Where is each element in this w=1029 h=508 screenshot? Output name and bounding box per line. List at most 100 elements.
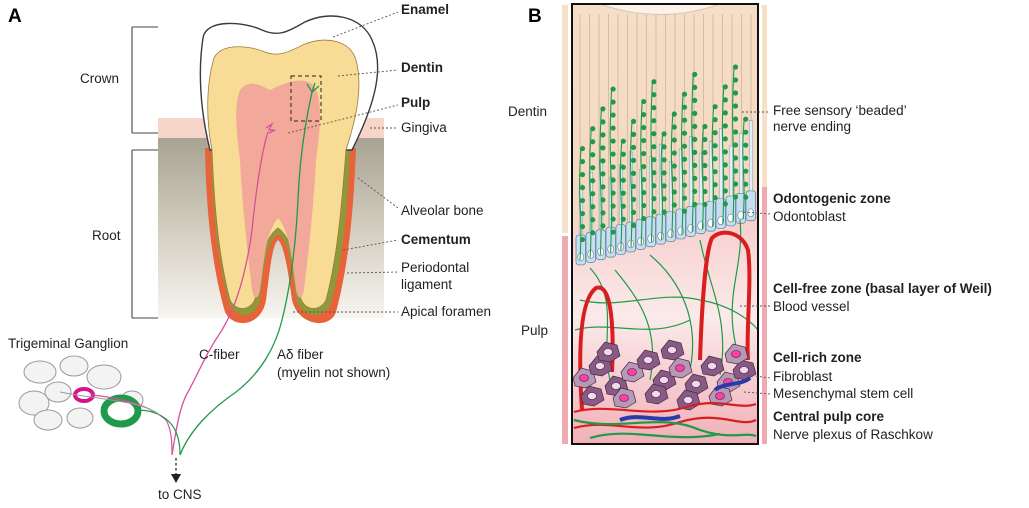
pdl-label-line1: Periodontal: [401, 260, 469, 275]
odontoblast-nucleus: [657, 231, 665, 241]
cell-nucleus: [707, 362, 717, 370]
nerve-bead: [620, 151, 626, 157]
nerve-bead: [722, 175, 728, 181]
c-fiber-central: [91, 394, 173, 456]
nerve-bead: [681, 117, 688, 123]
nerve-bead: [722, 136, 728, 142]
nerve-bead: [620, 190, 626, 196]
nerve-bead: [671, 202, 677, 208]
nerve-bead: [661, 196, 667, 202]
nerve-bead: [579, 171, 586, 178]
panel-b: B: [508, 3, 992, 445]
nerve-bead: [610, 190, 616, 196]
cell-free-zone-label: Cell-free zone (basal layer of Weil): [773, 281, 992, 296]
nerve-bead: [692, 97, 698, 103]
nerve-fiber: [574, 319, 691, 331]
nerve-bead: [732, 129, 739, 135]
fibroblast-label: Fibroblast: [773, 369, 833, 384]
dentin-label: Dentin: [401, 60, 443, 75]
nerve-bead: [600, 106, 606, 112]
nerve-bead: [610, 177, 616, 183]
nerve-bead: [661, 157, 667, 163]
plexus-label: Nerve plexus of Raschkow: [773, 427, 933, 442]
odontogenic-zone-label: Odontogenic zone: [773, 191, 891, 206]
nerve-bead: [692, 84, 698, 90]
nerve-bead: [712, 156, 718, 162]
c-fiber-line: [171, 131, 269, 456]
odontoblast-nucleus: [647, 234, 655, 244]
to-cns-label: to CNS: [158, 487, 202, 502]
nerve-bead: [692, 136, 698, 142]
nerve-bead: [661, 183, 667, 189]
nerve-bead: [732, 77, 739, 83]
nerve-bead: [610, 229, 616, 235]
nerve-bead: [590, 204, 596, 210]
nerve-bead: [579, 223, 586, 230]
pdl-leader: [346, 271, 399, 274]
nerve-bead: [651, 92, 657, 98]
nerve-bead: [641, 98, 647, 105]
nerve-bead: [681, 130, 688, 136]
cell-nucleus: [603, 348, 613, 356]
c-fiber-label: C-fiber: [199, 347, 240, 362]
nerve-bead: [600, 158, 606, 164]
nerve-bead: [630, 222, 637, 228]
cell-nucleus: [667, 346, 677, 354]
nerve-bead: [702, 123, 708, 130]
beaded-nerve-fiber: [640, 101, 643, 245]
alveolar-bone-leader: [357, 177, 399, 209]
nerve-bead: [620, 177, 626, 183]
nerve-bead: [620, 203, 626, 209]
odontoblast-label: Odontoblast: [773, 209, 846, 224]
cementum-leader: [342, 239, 399, 251]
nerve-bead: [732, 116, 739, 122]
beaded-nerve-fiber: [670, 114, 674, 238]
nerve-bead: [702, 136, 708, 143]
enamel-edge: [599, 3, 721, 15]
nerve-bead: [651, 144, 657, 150]
nerve-bead: [671, 137, 677, 143]
nerve-bead: [630, 157, 637, 163]
panel-a: A Crown Root: [8, 2, 491, 502]
nerve-bead: [610, 99, 616, 105]
panel-a-letter: A: [8, 6, 22, 27]
nerve-bead: [722, 84, 728, 90]
nerve-bead: [600, 132, 606, 138]
nerve-bead: [610, 164, 616, 170]
nerve-bead: [600, 197, 606, 203]
nerve-bead: [681, 195, 688, 201]
nerve-bead: [651, 79, 657, 85]
nerve-bead: [590, 152, 596, 158]
plexus-vein: [713, 376, 752, 392]
nerve-bead: [671, 163, 677, 169]
nerve-bead: [732, 142, 739, 148]
nerve-bead: [641, 202, 647, 209]
nerve-bead: [692, 110, 698, 116]
plexus-vein: [619, 414, 681, 422]
nerve-fiber: [699, 239, 724, 376]
nerve-bead: [590, 139, 596, 145]
pulp-side-bar-right: [762, 187, 767, 444]
nerve-bead: [722, 123, 728, 129]
nerve-bead: [641, 163, 647, 170]
ganglion-cell: [59, 355, 89, 377]
nerve-bead: [732, 103, 739, 109]
nerve-bead: [712, 182, 718, 188]
nerve-bead: [600, 145, 606, 151]
nerve-bead: [681, 91, 688, 97]
nerve-bead: [651, 196, 657, 202]
nerve-bead: [681, 156, 688, 162]
nerve-bead: [661, 209, 667, 215]
beaded-nerve-fiber: [742, 119, 745, 220]
nerve-bead: [630, 209, 637, 215]
nerve-fiber: [649, 254, 694, 371]
nerve-bead: [610, 203, 616, 209]
nerve-bead: [651, 157, 657, 163]
nerve-bead: [671, 150, 677, 156]
nerve-bead: [610, 216, 616, 222]
nerve-bead: [732, 194, 739, 200]
blood-vessel: [578, 285, 615, 411]
nerve-bead: [600, 210, 606, 216]
nerve-bead: [620, 216, 626, 222]
cell-nucleus: [643, 356, 653, 364]
